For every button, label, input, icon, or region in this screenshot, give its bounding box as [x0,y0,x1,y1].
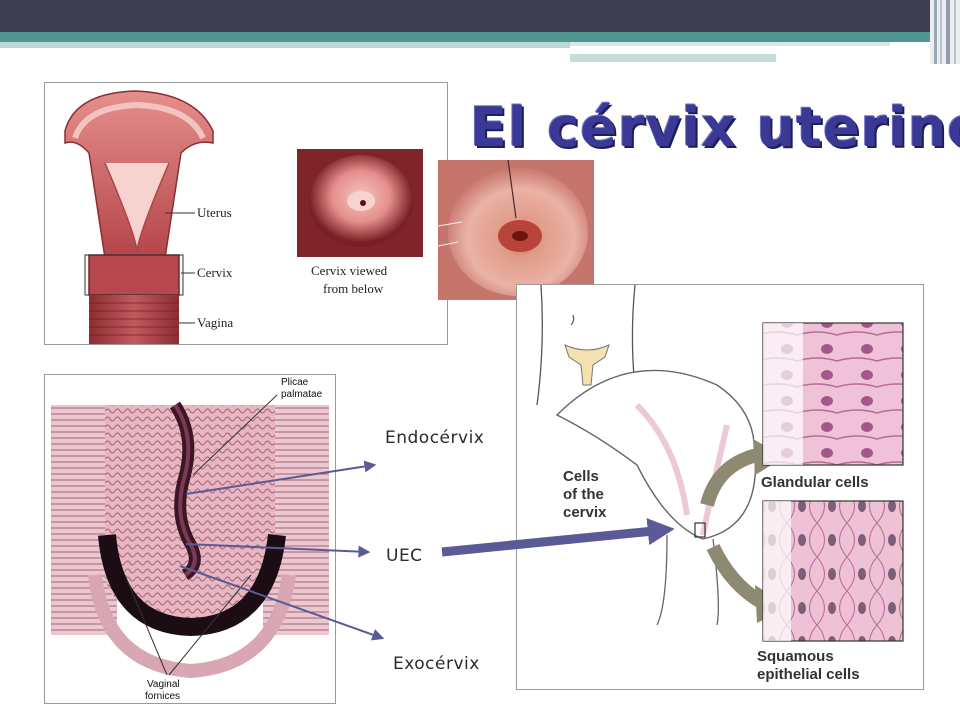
label-cells-3: cervix [563,504,607,521]
cells-figure-panel: Cells of the cervix Glandular cells Squa… [516,284,924,690]
label-vagina: Vagina [197,315,233,330]
label-glandular: Glandular cells [761,474,869,491]
label-fornices-2: fornices [145,691,180,702]
cervix-photo [438,160,594,300]
label-plicae-2: palmatae [281,389,323,400]
label-uterus: Uterus [197,205,232,220]
label-squamous-1: Squamous [757,648,834,665]
header-stripes [930,0,960,64]
label-exocervix: Exocérvix [393,654,480,674]
label-cells-2: of the [563,486,604,503]
label-plicae-1: Plicae [281,377,309,388]
caption-line-1: Cervix viewed [311,263,388,278]
uterus-figure-panel: Uterus Cervix Vagina Cervix viewed from … [44,82,448,345]
label-cells-1: Cells [563,468,599,485]
header-bar-dark [0,0,960,32]
slide-title: El cérvix uterino [470,96,960,159]
header-bar-light [0,42,570,48]
section-illustration: Plicae palmatae Vaginal fornices [45,375,335,703]
header-bar-light-2 [570,42,890,46]
label-squamous-2: epithelial cells [757,666,860,683]
label-cervix: Cervix [197,265,233,280]
header-bar-light-3 [570,54,776,62]
cells-illustration: Cells of the cervix Glandular cells Squa… [517,285,923,689]
section-figure-panel: Plicae palmatae Vaginal fornices [44,374,336,704]
header-bar-teal [0,32,960,42]
label-fornices-1: Vaginal [147,679,180,690]
label-uec: UEC [386,546,423,566]
caption-line-2: from below [323,281,384,296]
label-endocervix: Endocérvix [385,428,485,448]
uterus-illustration: Uterus Cervix Vagina Cervix viewed from … [64,90,423,344]
